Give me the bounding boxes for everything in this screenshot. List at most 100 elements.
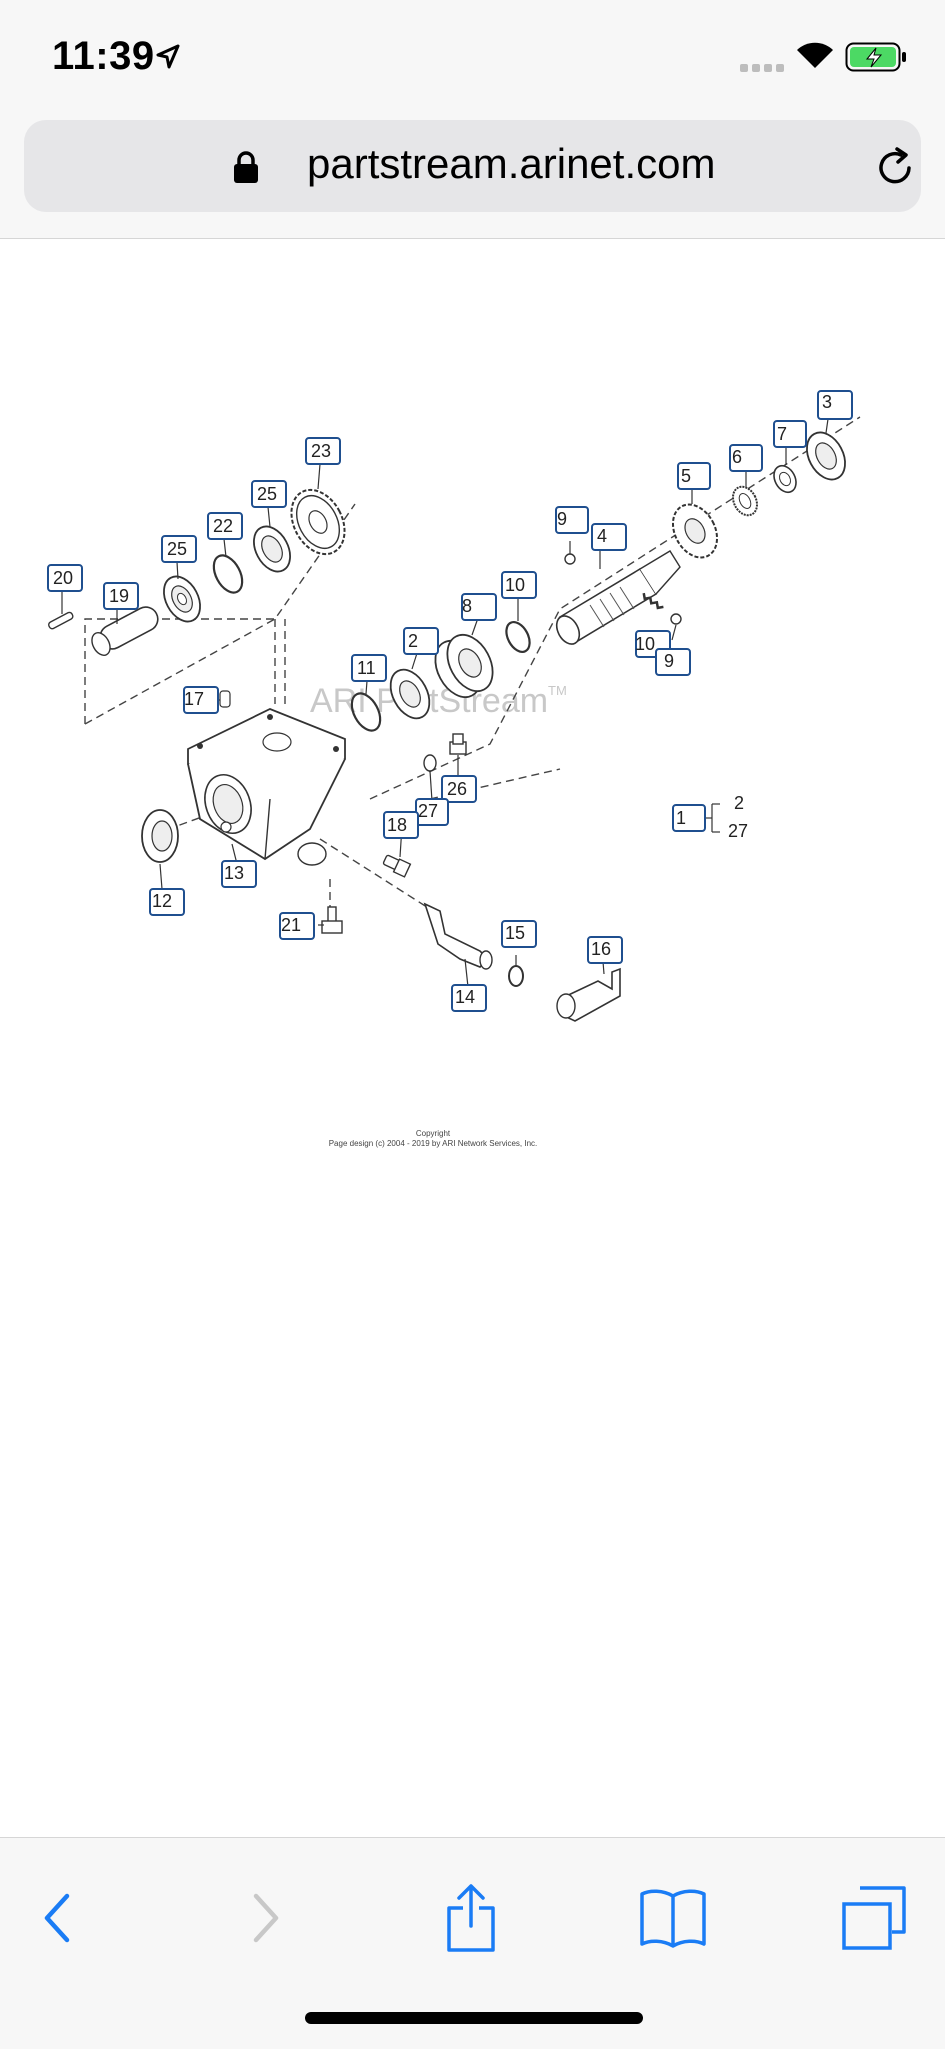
part-6-needle-bearing: [732, 485, 758, 517]
svg-text:20: 20: [53, 568, 73, 588]
tabs-button[interactable]: [834, 1878, 914, 1958]
forward-chevron-icon: [253, 1893, 279, 1943]
callout-25-b[interactable]: 25: [251, 480, 287, 508]
part-2-bearing: [389, 668, 431, 720]
svg-text:18: 18: [387, 815, 407, 835]
svg-text:25: 25: [167, 539, 187, 559]
svg-text:7: 7: [777, 424, 787, 444]
wifi-icon: [797, 42, 833, 68]
callout-25[interactable]: 25: [161, 535, 197, 563]
svg-text:25: 25: [257, 484, 277, 504]
svg-text:17: 17: [184, 689, 204, 709]
callout-24[interactable]: 23: [305, 437, 341, 465]
svg-text:22: 22: [213, 516, 233, 536]
callout-5[interactable]: 5: [677, 462, 711, 490]
callout-14[interactable]: 13: [221, 860, 257, 888]
callout-27[interactable]: 27: [415, 798, 449, 826]
back-button[interactable]: [17, 1878, 97, 1958]
part-13-seal: [141, 809, 179, 863]
part-20-bolt: [321, 906, 343, 934]
svg-text:6: 6: [732, 447, 742, 467]
browser-toolbar: partstream.arinet.com: [0, 120, 945, 239]
svg-text:10: 10: [635, 634, 655, 654]
callout-3[interactable]: 3: [817, 390, 853, 420]
callout-12[interactable]: 11: [351, 654, 387, 682]
svg-text:16: 16: [591, 939, 611, 959]
callout-11[interactable]: 10: [501, 571, 537, 599]
reload-icon[interactable]: [876, 146, 916, 188]
part-21-shaft: [91, 606, 159, 656]
callout-26[interactable]: 26: [441, 775, 477, 803]
callout-22[interactable]: 20: [47, 564, 83, 592]
part-8-hub: [434, 633, 494, 699]
kit-item-27: 27: [728, 821, 748, 841]
callout-23[interactable]: 22: [207, 512, 243, 540]
url-text[interactable]: partstream.arinet.com: [307, 140, 716, 187]
home-indicator[interactable]: [305, 2012, 643, 2024]
lock-icon: [234, 151, 258, 183]
copyright-text: Page design (c) 2004 - 2019 by ARI Netwo…: [328, 1139, 538, 1148]
callout-7[interactable]: 7: [773, 420, 807, 448]
svg-text:21: 21: [281, 915, 301, 935]
status-bar: 11:39: [0, 0, 945, 120]
svg-text:4: 4: [597, 526, 607, 546]
svg-text:15: 15: [505, 923, 525, 943]
callout-labels: 20 19 25 22 25 23 17 13 12 11 2 8 10 9 4…: [47, 390, 853, 1012]
part-25-bearing-2: [253, 525, 291, 573]
callout-20[interactable]: 21: [279, 912, 315, 940]
part-26-bolt: [449, 733, 467, 755]
part-24-gear: [290, 488, 346, 556]
callout-19[interactable]: 17: [183, 686, 219, 714]
bookmarks-icon: [640, 1889, 706, 1948]
callout-16[interactable]: 15: [501, 920, 537, 948]
svg-text:26: 26: [447, 779, 467, 799]
copyright-notice: Copyright Page design (c) 2004 - 2019 by…: [0, 1129, 866, 1149]
part-23-snap-ring: [212, 554, 244, 594]
address-bar[interactable]: partstream.arinet.com: [24, 120, 921, 212]
callout-2[interactable]: 2: [403, 627, 439, 655]
callout-9-b[interactable]: 9: [655, 648, 691, 676]
bookmarks-button[interactable]: [633, 1878, 713, 1958]
svg-text:11: 11: [357, 658, 376, 678]
part-18-bolt: [382, 854, 412, 878]
svg-text:5: 5: [681, 466, 691, 486]
forward-button[interactable]: [226, 1878, 306, 1958]
status-time: 11:39: [52, 34, 155, 78]
share-button[interactable]: [431, 1878, 511, 1958]
callout-9[interactable]: 9: [555, 506, 589, 534]
part-4-shaft: [555, 550, 681, 645]
part-10-spring: [642, 592, 664, 610]
part-17-bracket: [556, 967, 621, 1022]
svg-text:23: 23: [311, 441, 331, 461]
share-icon: [447, 1884, 495, 1952]
part-12-snap-ring: [350, 692, 382, 732]
part-16-o-ring: [508, 965, 524, 987]
callout-4[interactable]: 4: [591, 523, 627, 551]
copyright-title: Copyright: [415, 1129, 451, 1138]
part-9-ball: [564, 553, 576, 565]
part-22-pin: [48, 611, 74, 630]
cellular-signal-icon: [740, 64, 784, 72]
svg-text:27: 27: [418, 801, 438, 821]
callout-17[interactable]: 16: [587, 936, 623, 964]
svg-text:1: 1: [676, 808, 686, 828]
callout-13[interactable]: 12: [149, 888, 185, 916]
kit-item-2: 2: [734, 793, 744, 813]
part-7-washer: [773, 464, 797, 494]
callout-18[interactable]: 18: [383, 811, 419, 839]
callout-21[interactable]: 19: [103, 582, 139, 610]
svg-text:8: 8: [462, 596, 472, 616]
svg-text:13: 13: [224, 863, 244, 883]
svg-text:2: 2: [408, 631, 418, 651]
parts-diagram: ARI PartStream TM: [47, 390, 861, 1022]
svg-text:14: 14: [455, 987, 475, 1007]
watermark-tm: TM: [548, 683, 567, 698]
part-11-snap-ring: [505, 621, 531, 653]
callout-15[interactable]: 14: [451, 984, 487, 1012]
location-arrow-icon: [156, 44, 180, 69]
callout-1-kit[interactable]: 1: [672, 804, 706, 832]
part-3-bearing: [806, 431, 846, 481]
callout-6[interactable]: 6: [729, 444, 763, 472]
callout-8[interactable]: 8: [461, 593, 497, 621]
part-9-ball-2: [670, 613, 682, 625]
